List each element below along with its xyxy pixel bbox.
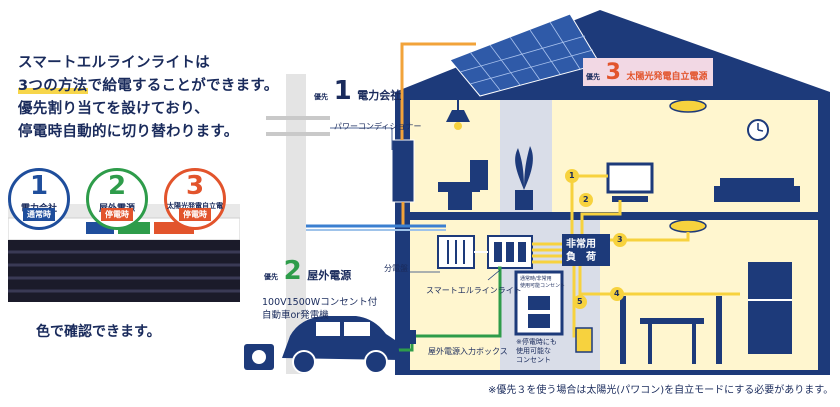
dining-table-icon xyxy=(620,296,722,364)
circuit-badges xyxy=(565,169,627,309)
emergency-load-label: 非常用 負 荷 xyxy=(566,239,596,263)
tv-icon xyxy=(606,162,654,202)
intro-line-1: スマートエルラインライトは xyxy=(18,55,210,71)
outage-outlet-label: ※停電時にも 使用可能な コンセント xyxy=(516,338,557,364)
priority-3-bubble: 3 太陽光発電自立電源 停電時 xyxy=(164,168,226,230)
circuit-5-number: 5 xyxy=(577,297,583,306)
priority-1-number: 1 xyxy=(29,171,49,201)
intro-line-4: 停電時自動的に切り替わります。 xyxy=(18,124,239,140)
outdoor-input-box-unit xyxy=(406,330,416,344)
circuit-2-number: 2 xyxy=(583,195,589,204)
outlet-panel-label: 通常時/非常用 使用可能コンセント xyxy=(520,276,566,289)
priority-3-roof-box xyxy=(583,58,713,86)
outdoor-input-box-label: 屋外電源入力ボックス xyxy=(428,347,508,356)
diagram-priority-1-label: 優先 1 電力会社 xyxy=(314,76,402,106)
toilet-icon xyxy=(438,160,488,210)
device-caption: 色で確認できます。 xyxy=(36,324,161,340)
ceiling-lamp-left-icon xyxy=(446,100,470,130)
priority-3-tag: 停電時 xyxy=(179,208,211,221)
diagram-priority-3-label: 優先 3 太陽光発電自立電源 xyxy=(586,60,708,85)
intro-line-2-rest: で給電することができます。 xyxy=(87,78,279,94)
solar-line xyxy=(400,42,476,140)
circuit-3-number: 3 xyxy=(617,235,623,244)
plant-icon xyxy=(515,146,533,210)
distribution-board-label: 分電盤 xyxy=(384,264,408,273)
power-conditioner-unit xyxy=(391,139,415,203)
car-icon xyxy=(282,316,400,374)
priority-2-bubble: 2 屋外電源 停電時 xyxy=(86,168,148,230)
intro-line-2: 3つの方法で給電することができます。 xyxy=(18,75,318,98)
priority-1-bubble: 1 電力会社 通常時 xyxy=(8,168,70,230)
circuit-1-number: 1 xyxy=(569,171,575,180)
outdoor-source-label: 100V1500Wコンセント付 自動車or発電機 xyxy=(262,297,378,321)
footnote: ※優先３を使う場合は太陽光(パワコン)を自立モードにする必要があります。 xyxy=(488,385,834,396)
circuit-4-number: 4 xyxy=(614,289,620,298)
priority-3-number: 3 xyxy=(185,171,205,201)
outdoor-line xyxy=(412,266,502,338)
sofa-icon xyxy=(714,178,800,202)
utility-pole xyxy=(286,74,306,374)
emergency-load-box xyxy=(562,234,610,266)
small-outlet-icon xyxy=(575,327,593,353)
ceiling-light-lower-icon xyxy=(669,219,707,233)
smart-l-line-light-label: スマートエルラインライト xyxy=(426,286,522,295)
diagram-priority-2-label: 優先 2 屋外電源 xyxy=(264,256,352,286)
intro-highlight: 3つの方法 xyxy=(18,78,88,94)
intro-line-3: 優先割り当てを設けており、 xyxy=(18,101,210,117)
priority-2-tag: 停電時 xyxy=(101,208,133,221)
generator-icon xyxy=(244,344,274,370)
power-conditioner-label: パワーコンディショナー xyxy=(334,122,422,131)
device-illustration: 1 電力会社 通常時 2 屋外電源 停電時 3 太陽光発電自立電源 停電時 xyxy=(7,168,241,318)
priority-1-tag: 通常時 xyxy=(23,208,55,221)
intro-text: スマートエルラインライトは 3つの方法で給電することができます。 優先割り当てを… xyxy=(18,52,318,144)
clock-icon xyxy=(747,119,769,141)
priority-2-number: 2 xyxy=(107,171,127,201)
fridge-icon xyxy=(748,262,792,354)
ceiling-light-upper-icon xyxy=(669,99,707,113)
